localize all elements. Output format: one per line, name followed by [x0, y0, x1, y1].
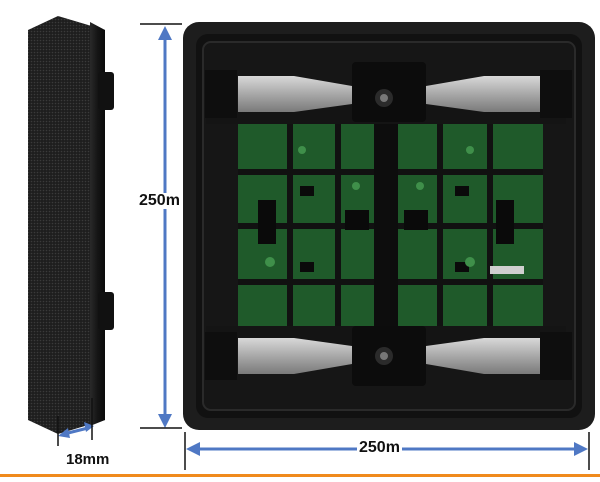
module-back-view: [183, 22, 595, 430]
depth-label: 18mm: [66, 451, 110, 468]
height-extension-lines: [140, 23, 182, 429]
height-label: 250m: [138, 192, 181, 209]
height-dimension-arrow: [158, 26, 172, 428]
depth-dimension-arrow: [58, 422, 94, 438]
module-side-view: [28, 16, 114, 434]
bottom-magnet-bracket: [205, 326, 572, 386]
width-extension-lines: [184, 432, 590, 470]
width-label: 250m: [357, 439, 402, 456]
top-magnet-bracket: [205, 62, 572, 122]
footer-accent-line: [0, 474, 600, 477]
depth-extension-lines: [57, 398, 93, 446]
